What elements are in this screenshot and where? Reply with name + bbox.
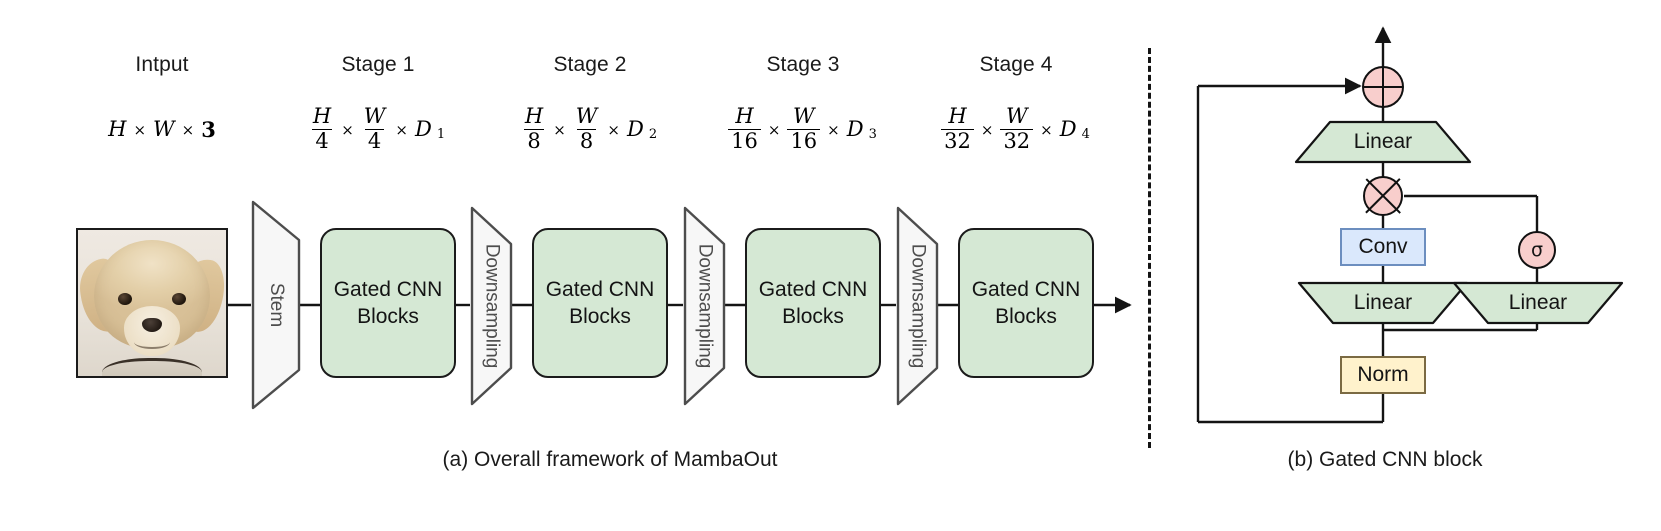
dog-eye-left-icon xyxy=(117,292,132,306)
times-icon: × xyxy=(181,121,195,139)
block-label-line2: Blocks xyxy=(995,305,1057,328)
add-operation-node xyxy=(1362,66,1404,108)
sigma-label: σ xyxy=(1530,239,1544,261)
downsampling-trapezoid-1: Downsampling xyxy=(470,206,513,406)
block-label-line2: Blocks xyxy=(357,305,419,328)
dims-channel: D xyxy=(414,117,432,141)
fraction-h-numerator: H xyxy=(948,103,967,128)
dog-mouth-icon xyxy=(134,335,170,349)
dog-eye-right-icon xyxy=(172,292,187,306)
block-label: Gated CNN Blocks xyxy=(759,276,868,331)
dims-channel-subscript: 3 xyxy=(868,126,877,142)
times-icon: × xyxy=(1040,121,1053,139)
dims-input-c: 3 xyxy=(201,116,216,142)
gated-cnn-blocks-stage-4: Gated CNN Blocks xyxy=(958,228,1094,378)
dims-input-h: H xyxy=(108,117,127,141)
input-image xyxy=(76,228,228,378)
times-icon: × xyxy=(827,121,840,139)
times-icon: × xyxy=(980,121,994,139)
column-title-stage-1: Stage 1 xyxy=(341,53,415,76)
dog-collar-icon xyxy=(101,358,203,376)
fraction-w-denominator: 16 xyxy=(787,128,821,153)
fraction-w-numerator: W xyxy=(575,103,598,128)
sigmoid-activation-node: σ xyxy=(1518,231,1556,269)
fraction-w: W 16 xyxy=(787,103,821,153)
times-icon: × xyxy=(395,121,408,139)
fraction-h-denominator: 8 xyxy=(524,128,544,153)
stem-trapezoid: Stem xyxy=(251,200,301,410)
fraction-h: H 16 xyxy=(728,103,761,153)
caption-panel-a: (a) Overall framework of MambaOut xyxy=(442,448,778,471)
plus-vertical-icon xyxy=(1381,67,1385,107)
linear-right: Linear xyxy=(1452,281,1624,325)
conv-label: Conv xyxy=(1358,235,1408,258)
linear-left: Linear xyxy=(1297,281,1469,325)
fraction-w: W 8 xyxy=(573,103,601,153)
fraction-w-numerator: W xyxy=(1006,103,1028,128)
dims-channel-subscript: 2 xyxy=(648,126,658,142)
fraction-h: H 8 xyxy=(522,103,546,153)
multiply-operation-node xyxy=(1363,176,1403,216)
dog-nose-icon xyxy=(142,317,162,333)
times-icon: × xyxy=(133,121,147,139)
block-label-line1: Gated CNN xyxy=(971,277,1081,301)
dims-channel: D xyxy=(626,117,644,141)
block-label: Gated CNN Blocks xyxy=(546,276,655,331)
fraction-w-denominator: 32 xyxy=(1000,128,1034,153)
dims-channel: D xyxy=(846,117,864,141)
times-icon: × xyxy=(341,121,354,139)
fraction-h-denominator: 4 xyxy=(312,128,332,153)
fraction-w-numerator: W xyxy=(363,103,386,128)
block-label: Gated CNN Blocks xyxy=(972,276,1081,331)
column-title-stage-3: Stage 3 xyxy=(766,53,840,76)
block-label-line1: Gated CNN xyxy=(758,277,868,301)
fraction-h-numerator: H xyxy=(312,103,332,128)
dims-channel-subscript: 1 xyxy=(436,126,446,142)
block-label-line1: Gated CNN xyxy=(333,277,443,301)
column-title-stage-4: Stage 4 xyxy=(979,53,1053,76)
fraction-w: W 32 xyxy=(1000,103,1034,153)
block-label-line1: Gated CNN xyxy=(545,277,655,301)
dims-channel: D xyxy=(1059,117,1077,141)
column-title-input: Intput xyxy=(135,53,189,76)
fraction-h-denominator: 32 xyxy=(941,128,974,153)
gated-cnn-blocks-stage-1: Gated CNN Blocks xyxy=(320,228,456,378)
block-label: Gated CNN Blocks xyxy=(334,276,443,331)
fraction-h-numerator: H xyxy=(524,103,544,128)
times-icon: × xyxy=(767,121,781,139)
dims-input-w: W xyxy=(153,117,175,141)
times-icon: × xyxy=(607,121,620,139)
panel-divider xyxy=(1148,48,1151,448)
caption-panel-b: (b) Gated CNN block xyxy=(1287,448,1483,471)
downsampling-trapezoid-3: Downsampling xyxy=(896,206,939,406)
fraction-h: H 32 xyxy=(941,103,974,153)
times-icon: × xyxy=(553,121,566,139)
norm-label: Norm xyxy=(1357,363,1409,386)
gated-cnn-blocks-stage-3: Gated CNN Blocks xyxy=(745,228,881,378)
block-label-line2: Blocks xyxy=(569,305,631,328)
fraction-h-denominator: 16 xyxy=(728,128,761,153)
fraction-w: W 4 xyxy=(361,103,389,153)
fraction-h: H 4 xyxy=(310,103,334,153)
column-title-stage-2: Stage 2 xyxy=(553,53,627,76)
block-label-line2: Blocks xyxy=(782,305,844,328)
fraction-w-denominator: 4 xyxy=(364,128,385,153)
norm-node: Norm xyxy=(1340,356,1426,394)
fraction-w-numerator: W xyxy=(793,103,815,128)
downsampling-trapezoid-2: Downsampling xyxy=(683,206,726,406)
conv-node: Conv xyxy=(1340,228,1426,266)
fraction-w-denominator: 8 xyxy=(576,128,597,153)
gated-cnn-blocks-stage-2: Gated CNN Blocks xyxy=(532,228,668,378)
dims-input: H × W × 3 xyxy=(62,105,262,153)
linear-top: Linear xyxy=(1294,120,1472,164)
fraction-h-numerator: H xyxy=(735,103,754,128)
puppy-photo xyxy=(78,230,226,376)
dims-channel-subscript: 4 xyxy=(1081,126,1090,142)
